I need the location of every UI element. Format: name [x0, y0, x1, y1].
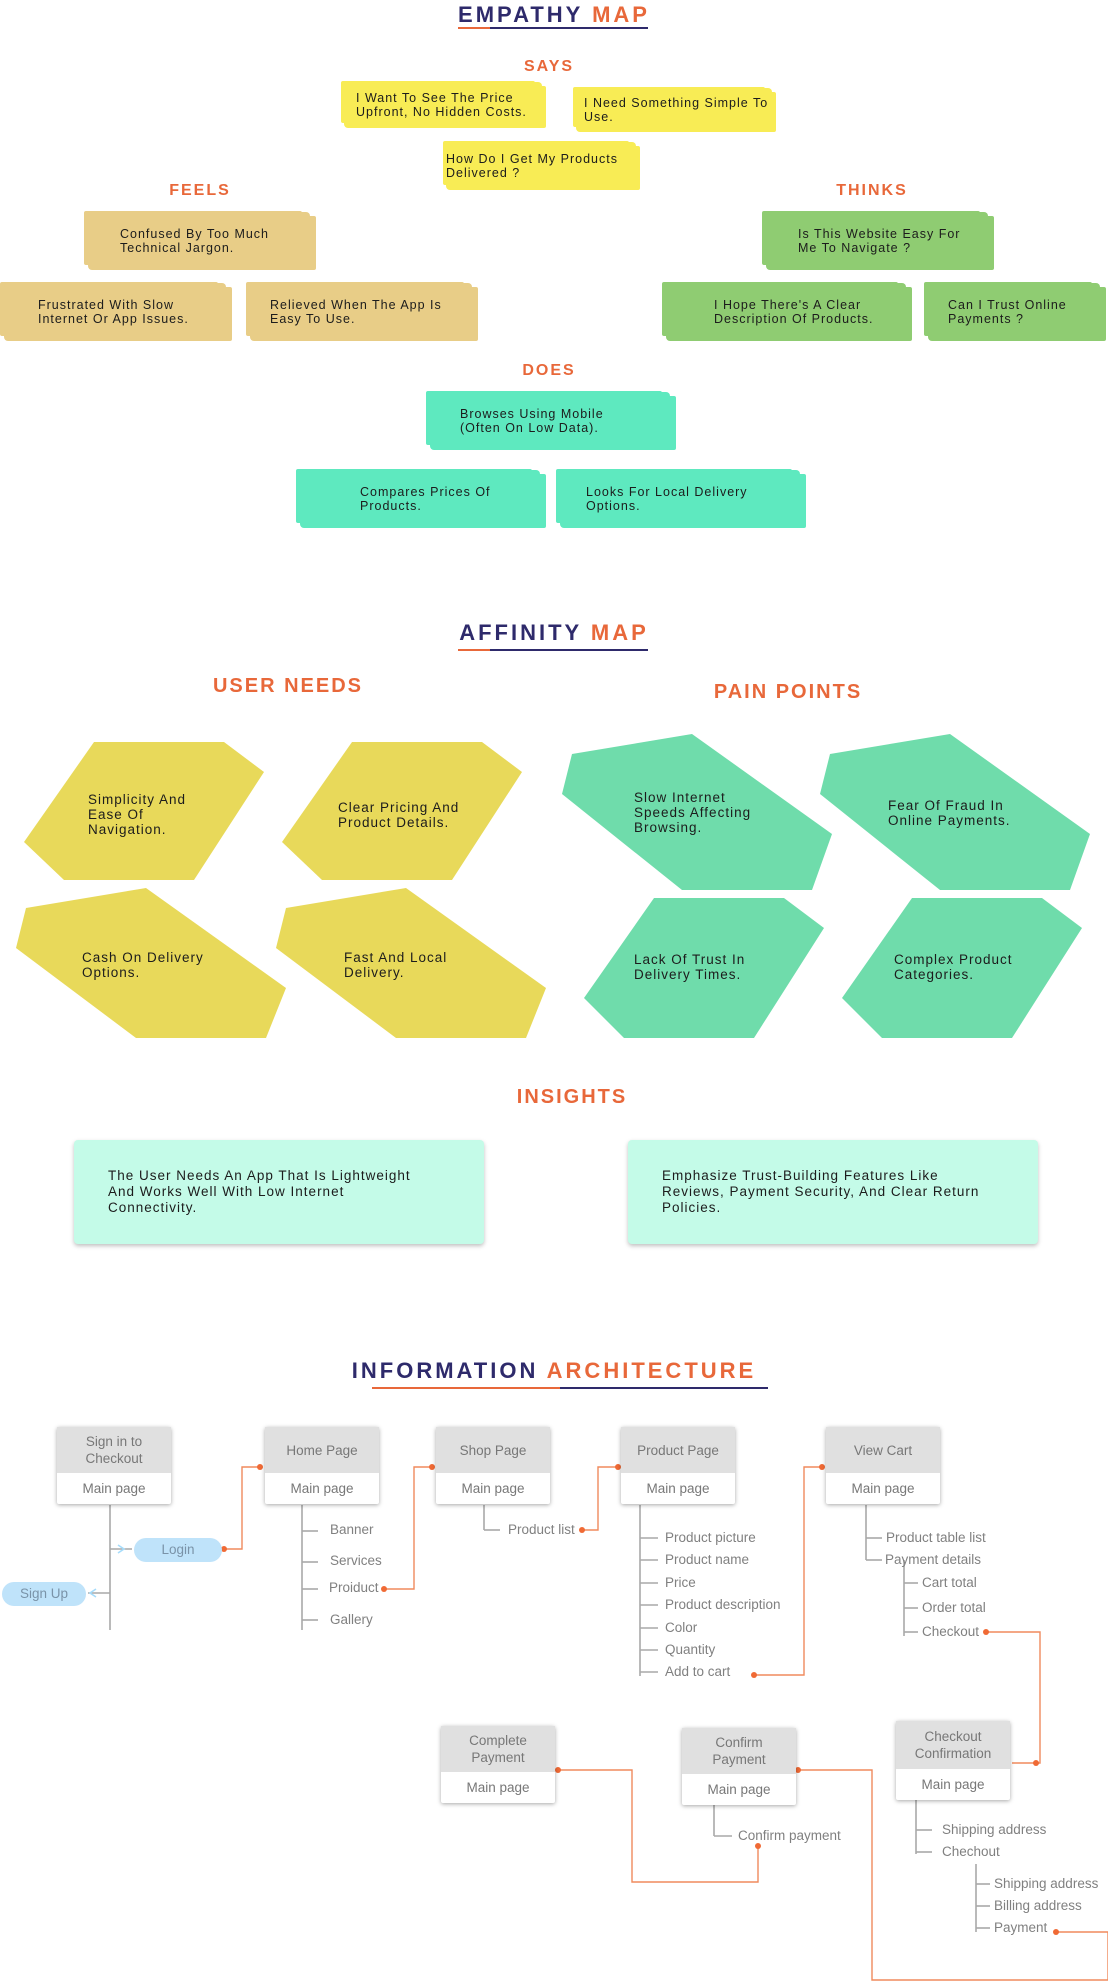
- ia-item: Quantity: [665, 1642, 716, 1657]
- thinks-note: Is This Website Easy For Me To Navigate …: [766, 212, 988, 270]
- pain-point-card: Complex Product Categories.: [842, 898, 1082, 1038]
- does-note: Browses Using Mobile (Often On Low Data)…: [430, 392, 670, 450]
- ia-item: Gallery: [330, 1612, 373, 1627]
- thinks-note: I Hope There's A Clear Description Of Pr…: [666, 283, 906, 341]
- user-need-card: Simplicity And Ease Of Navigation.: [24, 742, 264, 880]
- says-label: SAYS: [523, 58, 575, 75]
- user-need-card: Fast And Local Delivery.: [276, 888, 546, 1038]
- feels-note: Frustrated With Slow Internet Or App Iss…: [4, 283, 226, 341]
- does-label: DOES: [522, 362, 576, 379]
- ia-item: Billing address: [994, 1898, 1082, 1913]
- ia-item: Confirm payment: [738, 1828, 841, 1843]
- login-button[interactable]: Login: [134, 1538, 222, 1562]
- pain-point-card: Lack Of Trust In Delivery Times.: [584, 898, 824, 1038]
- does-note: Looks For Local Delivery Options.: [560, 470, 800, 528]
- empathy-map-title: EMPATHY MAP: [458, 2, 650, 27]
- ia-item: Shipping address: [994, 1876, 1099, 1891]
- ia-item: Proiduct: [329, 1580, 379, 1595]
- title-underline: [490, 27, 648, 29]
- ia-item: Product name: [665, 1552, 750, 1567]
- ia-item: Color: [665, 1620, 698, 1635]
- says-note: How Do I Get My Products Delivered ?: [446, 142, 636, 190]
- feels-note: Relieved When The App Is Easy To Use.: [250, 283, 472, 341]
- title-underline: [372, 1387, 692, 1389]
- pain-point-card: Fear Of Fraud In Online Payments.: [820, 734, 1090, 890]
- ia-node-shop[interactable]: Shop Page Main page: [436, 1427, 550, 1504]
- ia-item: Cart total: [922, 1575, 977, 1590]
- user-needs-label: USER NEEDS: [212, 675, 364, 697]
- ia-item: Banner: [330, 1522, 374, 1537]
- ia-title: INFORMATION ARCHITECTURE: [351, 1358, 757, 1383]
- ia-item: Shipping address: [942, 1822, 1047, 1837]
- ia-item: Price: [665, 1575, 696, 1590]
- ia-item: Checkout: [922, 1624, 980, 1639]
- says-note: I Want To See The Price Upfront, No Hidd…: [344, 82, 542, 128]
- thinks-note: Can I Trust Online Payments ?: [928, 283, 1100, 341]
- feels-note: Confused By Too Much Technical Jargon.: [88, 212, 310, 270]
- ia-node-complete-payment[interactable]: Complete Payment Main page: [441, 1726, 555, 1803]
- ia-item: Services: [330, 1553, 382, 1568]
- thinks-label: THINKS: [836, 182, 908, 199]
- ia-node-signin[interactable]: Sign in to Checkout Main page: [57, 1427, 171, 1504]
- title-underline: [490, 649, 648, 651]
- ia-item: Payment details: [885, 1552, 982, 1567]
- pain-point-card: Slow Internet Speeds Affecting Browsing.: [562, 734, 832, 890]
- user-need-card: Clear Pricing And Product Details.: [282, 742, 522, 880]
- affinity-map-title: AFFINITY MAP: [459, 620, 649, 645]
- ia-node-home[interactable]: Home Page Main page: [265, 1427, 379, 1504]
- insights-label: INSIGHTS: [516, 1086, 628, 1108]
- ia-item: Product description: [665, 1597, 781, 1612]
- ia-item: Product table list: [886, 1530, 986, 1545]
- ia-item: Payment: [994, 1920, 1048, 1935]
- title-underline: [560, 1387, 768, 1389]
- insight-card: The User Needs An App That Is Lightweigh…: [74, 1140, 484, 1244]
- ia-node-product[interactable]: Product Page Main page: [621, 1427, 735, 1504]
- feels-label: FEELS: [169, 182, 231, 199]
- ia-item: Product picture: [665, 1530, 756, 1545]
- says-note: I Need Something Simple To Use.: [576, 88, 772, 132]
- signup-button[interactable]: Sign Up: [2, 1582, 86, 1606]
- ia-item: Order total: [922, 1600, 986, 1615]
- ia-item: Product list: [508, 1522, 575, 1537]
- ia-item: Add to cart: [665, 1664, 731, 1679]
- pain-points-label: PAIN POINTS: [713, 681, 863, 703]
- ia-node-checkout-confirmation[interactable]: Checkout Confirmation Main page: [896, 1721, 1010, 1800]
- user-need-card: Cash On Delivery Options.: [16, 888, 286, 1038]
- ia-node-cart[interactable]: View Cart Main page: [826, 1427, 940, 1504]
- insight-card: Emphasize Trust-Building Features Like R…: [628, 1140, 1038, 1244]
- ia-item: Chechout: [942, 1844, 1000, 1859]
- ia-node-confirm-payment[interactable]: Confirm Payment Main page: [682, 1728, 796, 1805]
- does-note: Compares Prices Of Products.: [300, 470, 540, 528]
